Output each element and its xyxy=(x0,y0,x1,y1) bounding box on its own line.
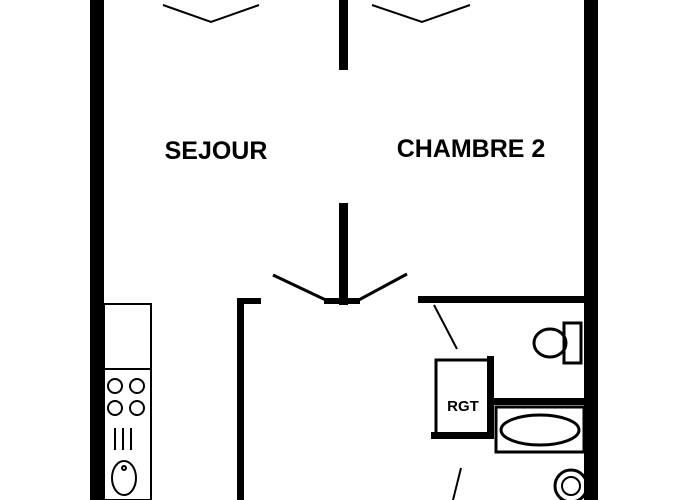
right-exterior-wall xyxy=(584,0,598,500)
partition-upper xyxy=(339,0,348,70)
partition-lower xyxy=(339,203,348,305)
bathroom-top-wall xyxy=(418,296,588,303)
sink-icon xyxy=(111,460,137,496)
lower-door-swing xyxy=(452,467,462,500)
bathtub-icon xyxy=(494,405,586,454)
bath-partition xyxy=(492,398,586,405)
toilet-icon xyxy=(532,321,583,365)
window-chambre-2 xyxy=(371,4,471,24)
hallway-wall-left xyxy=(237,298,261,304)
faucet-icon xyxy=(114,428,132,450)
room-label-rgt: RGT xyxy=(447,398,479,415)
washbasin-icon xyxy=(553,468,589,500)
door-swing-sejour xyxy=(272,273,331,304)
room-label-chambre-2: CHAMBRE 2 xyxy=(397,135,546,163)
kitchen-counter xyxy=(103,303,152,500)
window-sejour xyxy=(162,4,260,24)
corridor-left-wall xyxy=(237,298,244,500)
room-label-sejour: SEJOUR xyxy=(165,137,268,165)
bathroom-door-swing xyxy=(433,304,458,350)
left-exterior-wall xyxy=(90,0,104,500)
storage-rgt xyxy=(431,356,494,439)
hallway-wall-center xyxy=(324,298,360,304)
door-swing-chambre xyxy=(354,272,408,304)
cooktop-icon xyxy=(107,378,145,416)
